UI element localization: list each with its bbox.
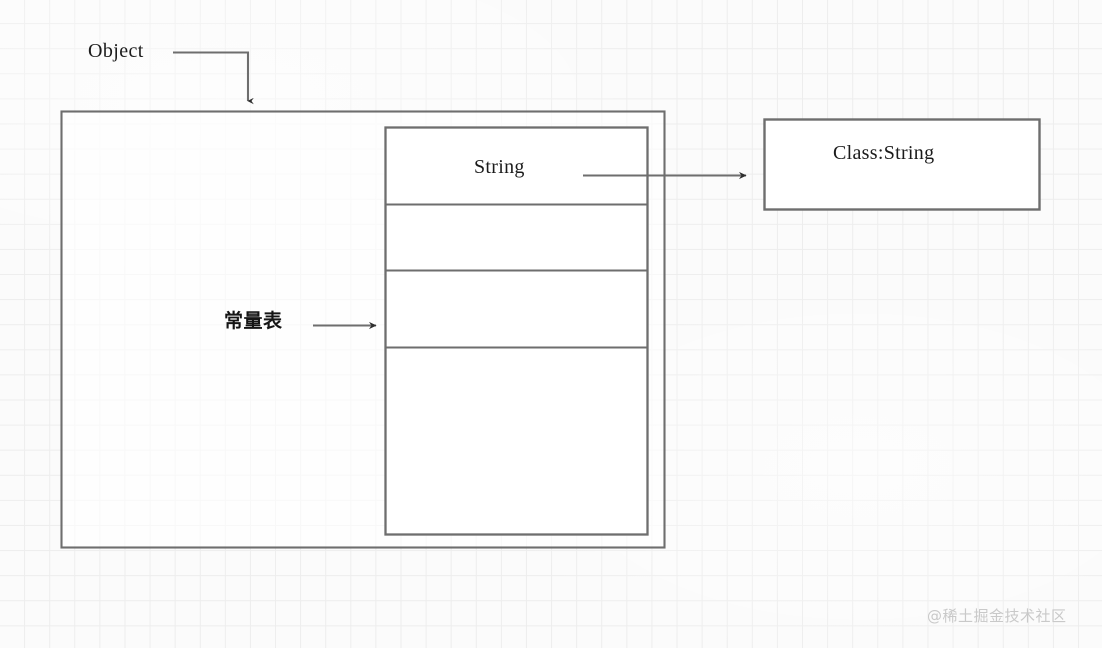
object-callout-arrow [173, 51, 254, 105]
constant-pool-table [384, 126, 649, 536]
string-row-label: String [474, 156, 525, 178]
class-string-label: Class:String [833, 142, 935, 164]
constant-pool-label: 常量表 [224, 310, 283, 332]
object-label: Object [88, 40, 144, 62]
watermark: @稀土掘金技术社区 [927, 607, 1067, 625]
class-string-box [763, 118, 1041, 211]
